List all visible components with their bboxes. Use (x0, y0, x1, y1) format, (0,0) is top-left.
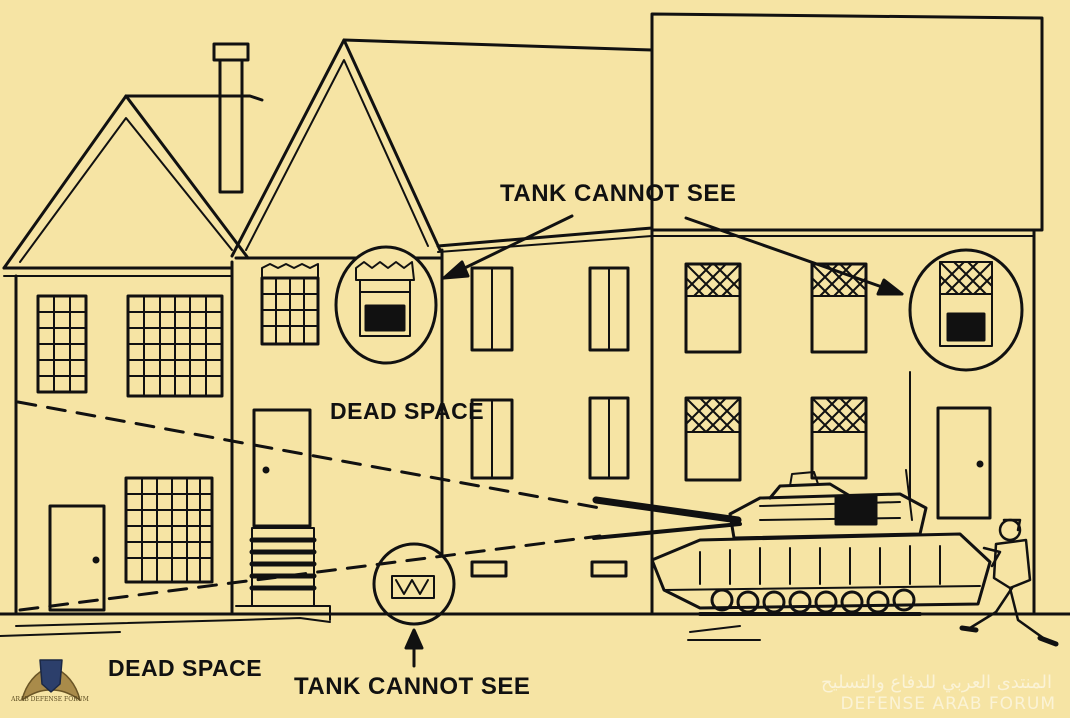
left-house-door (50, 506, 104, 610)
middle-door (254, 410, 310, 526)
center-window-2 (590, 268, 628, 350)
front-steps (252, 528, 314, 606)
label-tank-cannot-see-bottom: TANK CANNOT SEE (294, 673, 530, 701)
callout-upper-window-middle (336, 247, 436, 363)
left-house (4, 44, 262, 612)
forum-logo-icon (22, 660, 80, 700)
watermark-arabic: المنتدى العربي للدفاع والتسليح (821, 672, 1052, 693)
label-tank-cannot-see-top: TANK CANNOT SEE (500, 180, 736, 208)
lattice-window (686, 398, 740, 480)
arrow-to-basement (406, 630, 422, 666)
left-house-upper-window (38, 296, 86, 392)
watermark-english: DEFENSE ARAB FORUM (840, 694, 1056, 714)
center-window-1 (472, 268, 512, 350)
left-house-upper-window-wide (128, 296, 222, 396)
callout-upper-window-right (910, 250, 1022, 370)
left-house-lower-window (126, 478, 212, 582)
label-dead-space-upper: DEAD SPACE (330, 398, 484, 425)
right-house-door (938, 408, 990, 518)
lattice-window (686, 264, 740, 352)
center-window-4 (590, 398, 628, 478)
ground (0, 606, 1070, 640)
basement-vent (472, 562, 506, 576)
label-dead-space-lower: DEAD SPACE (108, 655, 262, 682)
logo-text: ARAB DEFENSE FORUM (8, 696, 92, 703)
lattice-window (812, 398, 866, 478)
shuttered-window (262, 264, 318, 344)
basement-vent (592, 562, 626, 576)
